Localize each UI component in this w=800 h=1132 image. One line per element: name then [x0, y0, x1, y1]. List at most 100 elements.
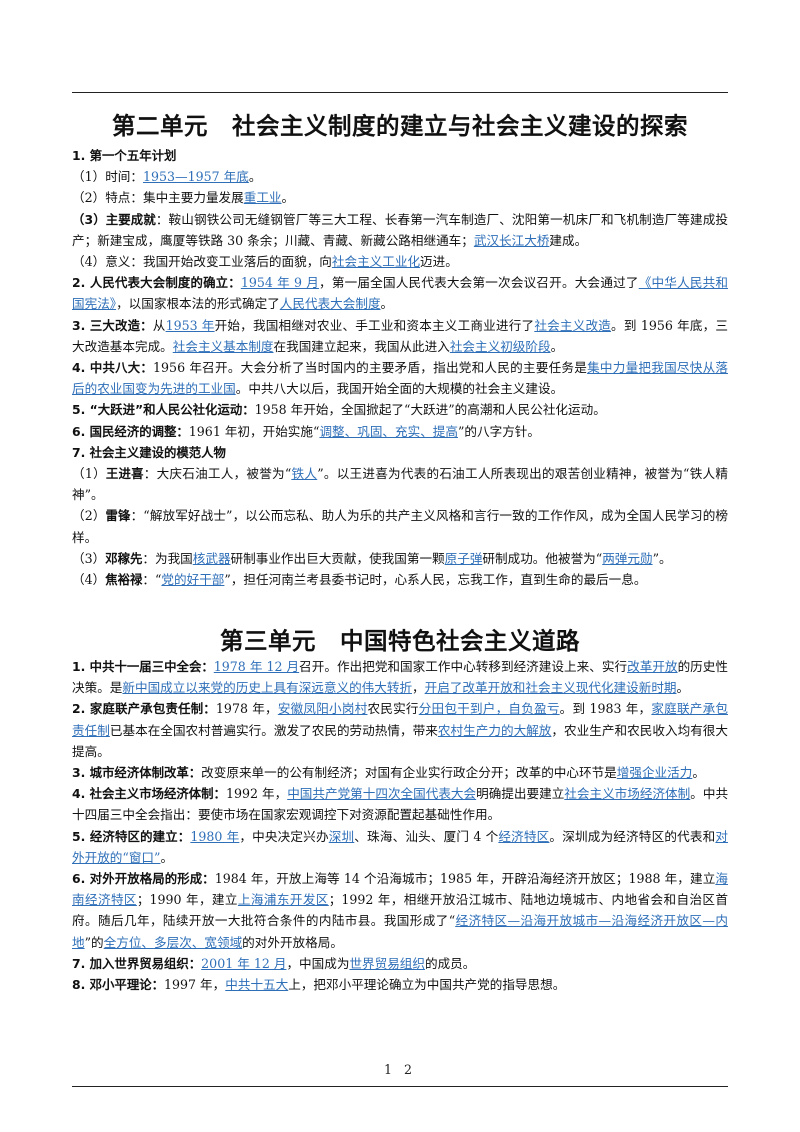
- highlighted-term: 农村生产力的大解放: [437, 722, 552, 738]
- text-run: 1961 年初，开始实施“: [188, 423, 320, 439]
- text-run: ：“: [142, 572, 162, 588]
- text-run: （2）: [72, 508, 106, 524]
- text-run: 的对外开放格局。: [242, 934, 343, 950]
- paragraph: （2）雷锋：“解放军好战士”，以公而忘私、助人为乐的共产主义风格和言行一致的工作…: [72, 505, 728, 547]
- highlighted-term: 两弹元勋: [602, 550, 653, 566]
- unit3-title: 第三单元 中国特色社会主义道路: [220, 627, 580, 655]
- text-run: 。: [380, 296, 394, 312]
- text-run: 1984 年，开放上海等 14 个沿海城市；1985 年，开辟沿海经济开放区；1…: [214, 871, 716, 887]
- paragraph: 7. 社会主义建设的模范人物: [72, 442, 728, 463]
- highlighted-term: 中国共产党第十四次全国代表大会: [287, 786, 477, 802]
- paragraph: 6. 国民经济的调整：1961 年初，开始实施“调整、巩固、充实、提高”的八字方…: [72, 421, 728, 442]
- text-run: ：大庆石油工人，被誉为“: [143, 466, 292, 482]
- highlighted-term: 对外开放的“窗口”: [72, 828, 729, 865]
- highlighted-term: 武汉长江大桥: [473, 232, 550, 248]
- text-run: 。: [160, 849, 174, 865]
- bold-term: 王进喜: [105, 466, 144, 482]
- highlighted-term: 1980 年: [190, 828, 240, 844]
- bold-term: 2. 家庭联产承包责任制：: [72, 701, 216, 717]
- text-run: 1992 年，: [225, 786, 288, 802]
- text-run: （4）意义：我国开始改变工业落后的面貌，向: [72, 254, 332, 270]
- paragraph: （1）时间：1953—1957 年底。: [72, 166, 728, 187]
- paragraph: 7. 加入世界贸易组织：2001 年 12 月，中国成为世界贸易组织的成员。: [72, 953, 728, 974]
- bold-term: （3）主要成就: [72, 211, 156, 227]
- highlighted-term: 开启了改革开放和社会主义现代化建设新时期: [424, 680, 677, 696]
- text-run: ：鞍山钢铁公司无缝钢管厂等三大工程、长春第一汽车制造厂、沈阳第一机床厂和飞机制造…: [72, 211, 729, 248]
- paragraph: 2. 人民代表大会制度的确立：1954 年 9 月，第一届全国人民代表大会第一次…: [72, 272, 728, 314]
- bold-term: 雷锋: [105, 508, 131, 524]
- paragraph: 8. 邓小平理论：1997 年，中共十五大上，把邓小平理论确立为中国共产党的指导…: [72, 974, 728, 995]
- text-run: 迈进。: [420, 254, 458, 270]
- highlighted-term: 核武器: [192, 550, 231, 566]
- highlighted-term: 社会主义市场经济体制: [564, 786, 691, 802]
- paragraph: 2. 家庭联产承包责任制：1978 年，安徽凤阳小岗村农民实行分田包干到户，自负…: [72, 698, 728, 762]
- text-run: ”，担任河南兰考县委书记时，心系人民，忘我工作，直到生命的最后一息。: [224, 572, 647, 588]
- highlighted-term: 增强企业活力: [616, 765, 693, 781]
- highlighted-term: 集中力量把我国尽快从落后的农业国变为先进的工业国: [72, 360, 728, 397]
- highlighted-term: 人民代表大会制度: [279, 296, 381, 312]
- text-run: ”。: [652, 550, 672, 566]
- highlighted-term: 社会主义改造: [534, 317, 612, 333]
- unit2-body: 1. 第一个五年计划（1）时间：1953—1957 年底。（2）特点：集中主要力…: [72, 145, 728, 590]
- paragraph: （1）王进喜：大庆石油工人，被誉为“铁人”。以王进喜为代表的石油工人所表现出的艰…: [72, 463, 728, 505]
- paragraph: 3. 城市经济体制改革：改变原来单一的公有制经济；对国有企业实行政企分开；改革的…: [72, 762, 728, 783]
- highlighted-term: 1954 年 9 月: [240, 275, 320, 291]
- text-run: 开始，我国相继对农业、手工业和资本主义工商业进行了: [214, 317, 535, 333]
- highlighted-term: 党的好干部: [161, 572, 225, 588]
- text-run: 1956 年召开。大会分析了当时国内的主要矛盾，指出党和人民的主要任务是: [153, 360, 588, 376]
- paragraph: 4. 中共八大：1956 年召开。大会分析了当时国内的主要矛盾，指出党和人民的主…: [72, 357, 728, 399]
- bold-term: 7. 加入世界贸易组织：: [72, 955, 202, 971]
- text-run: 改变原来单一的公有制经济；对国有企业实行政企分开；改革的中心环节是: [201, 765, 617, 781]
- text-run: 的历史性决策。是: [72, 659, 728, 696]
- text-run: 、珠海、汕头、厦门 4 个: [354, 828, 499, 844]
- text-run: 。: [692, 765, 705, 781]
- highlighted-term: 中共十五大: [225, 977, 289, 993]
- text-run: 。: [281, 190, 295, 206]
- highlighted-term: 重工业: [243, 190, 282, 206]
- footer-rule: [72, 1086, 728, 1087]
- unit3-body: 1. 中共十一届三中全会：1978 年 12 月召开。作出把党和国家工作中心转移…: [72, 656, 728, 995]
- bold-term: 1. 中共十一届三中全会：: [72, 659, 214, 674]
- highlighted-term: 安徽凤阳小岗村: [277, 701, 368, 717]
- text-run: （2）特点：集中主要力量发展: [72, 190, 244, 206]
- highlighted-term: 1953—1957 年底: [142, 169, 249, 185]
- text-run: 。: [550, 338, 564, 354]
- text-run: 上，把邓小平理论确立为中国共产党的指导思想。: [288, 977, 566, 993]
- highlighted-term: 1978 年 12 月: [213, 659, 300, 674]
- bold-term: 5. 经济特区的建立：: [72, 828, 191, 844]
- paragraph: （4）意义：我国开始改变工业落后的面貌，向社会主义工业化迈进。: [72, 251, 728, 272]
- text-run: 从: [152, 317, 166, 333]
- bold-term: 5. “大跃进”和人民公社化运动：: [72, 402, 255, 418]
- text-run: ”。以王进喜为代表的石油工人所表现出的艰苦创业精神，被誉为“铁人精神”。: [72, 466, 728, 503]
- bold-term: 邓稼先: [105, 550, 143, 566]
- paragraph: 5. “大跃进”和人民公社化运动：1958 年开始，全国掀起了“大跃进”的高潮和…: [72, 399, 728, 420]
- text-run: 研制事业作出巨大贡献，使我国第一颗: [230, 550, 445, 566]
- text-run: ，以国家根本法的形式确定了: [116, 296, 280, 312]
- text-run: 。: [248, 169, 262, 185]
- bold-term: 6. 国民经济的调整：: [72, 423, 189, 439]
- paragraph: 3. 三大改造：从1953 年开始，我国相继对农业、手工业和资本主义工商业进行了…: [72, 315, 728, 357]
- text-run: （1）时间：: [72, 169, 143, 185]
- text-run: 。中共十四届三中全会指出：要使市场在国家宏观调控下对资源配置起基础性作用。: [72, 786, 729, 823]
- text-run: 。深圳成为经济特区的代表和: [549, 828, 716, 844]
- text-run: ，农业生产和农民收入均有很大提高。: [72, 722, 729, 759]
- paragraph: 5. 经济特区的建立：1980 年，中央决定兴办深圳、珠海、汕头、厦门 4 个经…: [72, 826, 728, 868]
- highlighted-term: 《中华人民共和国宪法》: [72, 275, 728, 312]
- text-run: ，中央决定兴办: [239, 828, 329, 844]
- text-run: ，中国成为: [286, 955, 350, 971]
- highlighted-term: 社会主义工业化: [331, 254, 421, 270]
- text-run: 1978 年，: [215, 701, 278, 717]
- text-run: 建成。: [549, 232, 588, 248]
- highlighted-term: 家庭联产承包责任制: [72, 701, 729, 738]
- highlighted-term: 1953 年: [165, 317, 215, 333]
- highlighted-term: 上海浦东开发区: [237, 892, 329, 908]
- paragraph: （3）邓稼先：为我国核武器研制事业作出巨大贡献，使我国第一颗原子弹研制成功。他被…: [72, 548, 728, 569]
- paragraph: （2）特点：集中主要力量发展重工业。: [72, 187, 728, 208]
- highlighted-term: 改革开放: [627, 659, 678, 674]
- paragraph: （3）主要成就：鞍山钢铁公司无缝钢管厂等三大工程、长春第一汽车制造厂、沈阳第一机…: [72, 209, 728, 251]
- text-run: 已基本在全国农村普遍实行。激发了农民的劳动热情，带来: [109, 722, 438, 738]
- bold-term: 焦裕禄: [105, 572, 143, 588]
- highlighted-term: 经济特区: [498, 828, 550, 844]
- text-run: ”的: [84, 934, 104, 950]
- text-run: 研制成功。他被誉为“: [482, 550, 603, 566]
